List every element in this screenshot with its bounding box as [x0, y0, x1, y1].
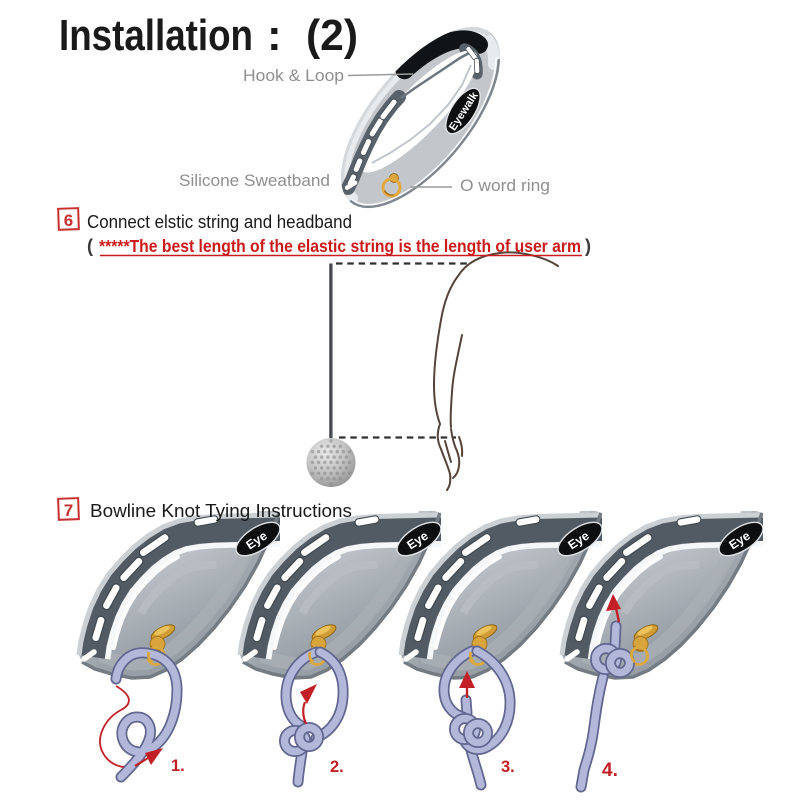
- svg-text:O word ring: O word ring: [460, 176, 550, 195]
- svg-text:*****The best length of the el: *****The best length of the elastic stri…: [99, 236, 581, 256]
- svg-text:Bowline Knot Tying Instruction: Bowline Knot Tying Instructions: [90, 501, 352, 521]
- svg-text:Connect elstic string and head: Connect elstic string and headband: [87, 212, 352, 232]
- svg-text:): ): [585, 236, 591, 256]
- svg-text:3.: 3.: [501, 758, 515, 776]
- svg-text:4.: 4.: [602, 760, 618, 781]
- svg-text:1.: 1.: [171, 757, 185, 775]
- svg-text:Hook & Loop: Hook & Loop: [243, 66, 344, 85]
- svg-text:6: 6: [64, 211, 73, 230]
- svg-text:Installation: Installation: [59, 11, 253, 60]
- svg-text:2.: 2.: [330, 758, 344, 776]
- svg-text:(2): (2): [306, 11, 358, 60]
- svg-text:Silicone Sweatband: Silicone Sweatband: [179, 171, 330, 190]
- svg-text:(: (: [87, 236, 93, 256]
- svg-text:7: 7: [64, 501, 73, 520]
- svg-text::: :: [267, 11, 282, 60]
